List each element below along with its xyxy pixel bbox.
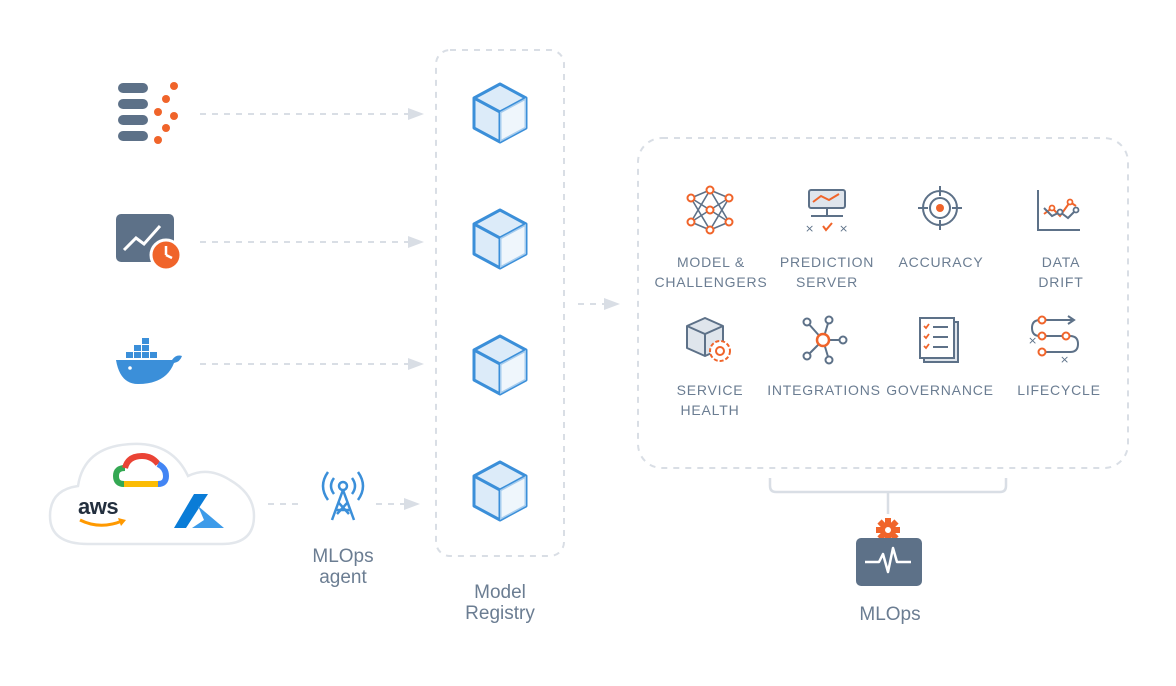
prediction-server-icon: × × [805,189,848,235]
cloud-providers: aws [48,436,258,546]
arrow-chart-to-registry [200,236,424,248]
lifecycle-icon: × × [1028,315,1080,366]
feature-label-line1: SERVICE [676,382,744,398]
target-icon [918,186,962,230]
feature-label-governance: GOVERNANCE [870,380,1010,400]
arrow-docker-to-registry [200,358,424,370]
feature-label-line2: SERVER [795,274,859,290]
agent-label: MLOps agent [293,546,393,588]
feature-label-line1: GOVERNANCE [886,382,994,398]
arrow-agent-to-registry [376,498,420,510]
neural-network-icon [686,185,734,235]
feature-label-data-drift: DATA DRIFT [991,252,1131,292]
feature-label-line2: DRIFT [1038,274,1084,290]
feature-label-line1: LIFECYCLE [1017,382,1101,398]
svg-text:×: × [805,222,814,235]
svg-text:×: × [839,222,848,235]
registry-label-line2: Registry [465,603,535,624]
kafka-icon [118,82,178,144]
feature-label-integrations: INTEGRATIONS [754,380,894,400]
docker-icon [116,338,182,384]
arrow-kafka-to-registry [200,108,424,120]
mlops-label: MLOps [859,604,921,625]
cube-icon [472,208,528,270]
antenna-icon [321,471,365,521]
cube-icon [472,82,528,144]
feature-label-line2: HEALTH [680,402,740,418]
feature-label-line1: INTEGRATIONS [767,382,881,398]
google-cloud-logo [112,452,170,487]
aws-text: aws [78,494,119,519]
cube-icon [472,460,528,522]
features-bracket [768,478,1008,514]
aws-logo: aws [78,496,128,528]
cloud-outline [48,442,256,546]
mlops-frame [637,137,1129,469]
feature-label-line1: DATA [1041,254,1081,270]
registry-label-line1: Model [474,582,526,603]
feature-label-service-health: SERVICE HEALTH [640,380,780,420]
feature-label-lifecycle: LIFECYCLE [989,380,1129,400]
feature-label-model-challengers: MODEL & CHALLENGERS [641,252,781,292]
monitor-heartbeat-icon [856,518,922,586]
service-health-icon [686,317,731,362]
drift-chart-icon [1037,190,1080,231]
feature-label-accuracy: ACCURACY [871,252,1011,272]
agent-label-line1: MLOps [312,546,374,567]
arrow-registry-to-mlops [578,298,620,310]
feature-label-prediction-server: PREDICTION SERVER [757,252,897,292]
registry-label: Model Registry [445,582,555,624]
feature-label-line1: ACCURACY [898,254,984,270]
registry-frame [435,49,565,557]
governance-icon [919,317,959,363]
svg-text:×: × [1028,334,1037,347]
azure-logo [174,494,224,528]
feature-label-line1: PREDICTION [779,254,875,270]
integrations-icon [802,315,848,365]
aws-smile-icon [79,518,126,527]
agent-label-line2: agent [319,567,367,588]
feature-label-line2: CHALLENGERS [654,274,768,290]
svg-text:×: × [1060,353,1069,366]
scheduled-chart-icon [116,214,183,272]
cube-icon [472,334,528,396]
feature-label-line1: MODEL & [676,254,746,270]
